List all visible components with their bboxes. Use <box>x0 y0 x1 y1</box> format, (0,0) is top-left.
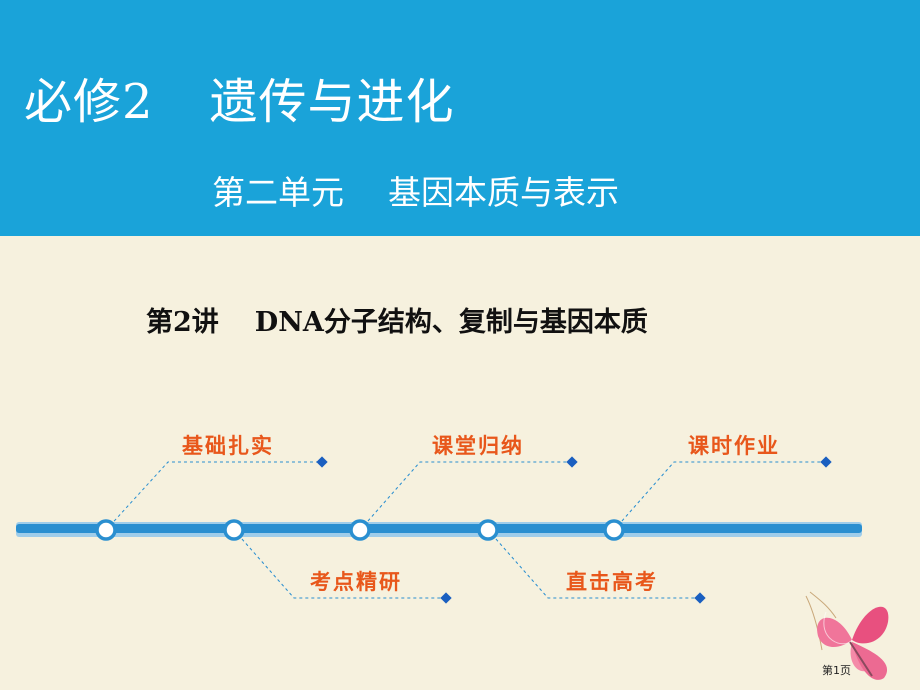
nav-exam-practice[interactable]: 直击高考 <box>566 570 658 594</box>
nav-key-points[interactable]: 考点精研 <box>310 570 402 594</box>
connector-2 <box>233 529 446 599</box>
marker-diamond-4 <box>694 592 706 604</box>
lecture-name: DNA分子结构、复制与基因本质 <box>254 307 648 338</box>
course-title: 必修2 遗传与进化 <box>24 62 455 132</box>
unit-title: 第二单元 基因本质与表示 <box>212 166 619 214</box>
connector-5 <box>613 461 826 531</box>
lecture-number: 第2讲 <box>146 307 219 338</box>
timeline-node-5[interactable] <box>603 519 625 541</box>
marker-diamond-5 <box>820 456 832 468</box>
header-banner: 必修2 遗传与进化 第二单元 基因本质与表示 <box>0 0 920 236</box>
timeline-node-2[interactable] <box>223 519 245 541</box>
timeline-node-3[interactable] <box>349 519 371 541</box>
butterfly-icon <box>805 591 889 680</box>
marker-diamond-1 <box>316 456 328 468</box>
timeline-bar <box>16 524 862 533</box>
timeline-node-4[interactable] <box>477 519 499 541</box>
marker-diamond-2 <box>440 592 452 604</box>
connector-1 <box>105 461 322 531</box>
unit-number: 第二单元 <box>212 173 344 212</box>
nav-class-summary[interactable]: 课堂归纳 <box>432 434 524 458</box>
unit-name: 基因本质与表示 <box>388 173 619 212</box>
connector-4 <box>487 529 700 599</box>
course-number: 必修2 <box>24 74 154 130</box>
timeline-node-1[interactable] <box>95 519 117 541</box>
nav-homework[interactable]: 课时作业 <box>688 434 780 458</box>
marker-diamond-3 <box>566 456 578 468</box>
lecture-title: 第2讲 DNA分子结构、复制与基因本质 <box>146 300 648 339</box>
course-name: 遗传与进化 <box>209 74 455 130</box>
connector-3 <box>359 461 572 531</box>
nav-basics[interactable]: 基础扎实 <box>182 434 274 458</box>
page-number: 第1页 <box>822 664 851 677</box>
